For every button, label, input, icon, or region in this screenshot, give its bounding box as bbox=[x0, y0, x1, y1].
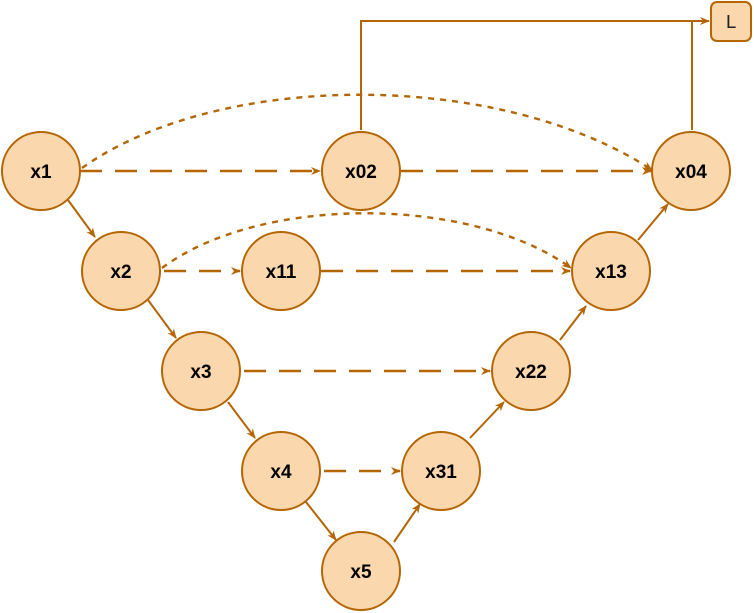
edge-x04-output bbox=[691, 17, 710, 130]
node-x02-label: x02 bbox=[345, 162, 377, 183]
node-x4: x4 bbox=[241, 431, 321, 511]
node-x13: x13 bbox=[571, 231, 651, 311]
edge-x1-x2 bbox=[67, 199, 96, 238]
node-x4-label: x4 bbox=[270, 462, 292, 483]
node-x02: x02 bbox=[321, 131, 401, 211]
edge-x5-x31 bbox=[393, 503, 421, 543]
node-x11-label: x11 bbox=[266, 262, 297, 283]
dense-x2-x13 bbox=[161, 212, 572, 269]
node-x2: x2 bbox=[81, 231, 161, 311]
edge-x31-x22 bbox=[469, 401, 505, 439]
edge-x4-x5 bbox=[305, 501, 337, 541]
node-x5-label: x5 bbox=[350, 562, 372, 583]
node-x2-label: x2 bbox=[110, 262, 131, 283]
node-x31: x31 bbox=[401, 431, 481, 511]
edge-x22-x13 bbox=[559, 305, 587, 341]
node-x31-label: x31 bbox=[425, 462, 457, 483]
node-x22: x22 bbox=[491, 331, 571, 411]
edge-x3-x4 bbox=[227, 401, 256, 439]
edge-x13-x04 bbox=[637, 203, 669, 241]
node-x04: x04 bbox=[651, 131, 731, 211]
node-x1-label: x1 bbox=[30, 162, 52, 183]
node-x22-label: x22 bbox=[515, 362, 547, 383]
edge-x02-output bbox=[360, 20, 696, 130]
output-node: L bbox=[710, 1, 752, 42]
node-x04-label: x04 bbox=[675, 162, 707, 183]
output-label: L bbox=[726, 12, 737, 33]
node-x13-label: x13 bbox=[595, 262, 627, 283]
node-x3: x3 bbox=[161, 331, 241, 411]
node-x11: x11 bbox=[241, 231, 321, 311]
dense-x1-x04 bbox=[81, 93, 653, 172]
edge-x2-x3 bbox=[147, 299, 177, 339]
node-x3-label: x3 bbox=[190, 362, 211, 383]
node-x5: x5 bbox=[321, 531, 401, 611]
node-x1: x1 bbox=[1, 131, 81, 211]
